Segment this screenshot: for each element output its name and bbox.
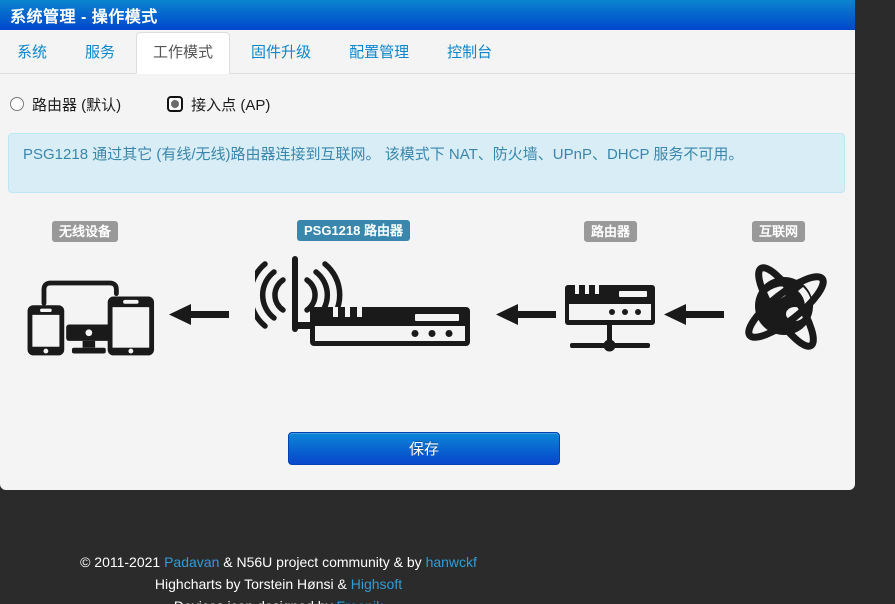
router-mode-label: 路由器 (默认) [32,96,122,114]
freepik-link[interactable]: Freepik [336,598,383,604]
tab-config-management[interactable]: 配置管理 [349,44,410,61]
highcharts-text: Highcharts by Torstein Hønsi & [154,576,351,592]
left-arrow-icon [167,302,229,327]
left-arrow-icon [662,302,724,327]
copyright-middle-text: & N56U project community & by [219,554,426,570]
ap-mode-label: 接入点 (AP) [191,96,271,114]
upstream-router-badge: 路由器 [584,221,638,242]
mode-info-alert: PSG1218 通过其它 (有线/无线)路由器连接到互联网。 该模式下 NAT、… [8,133,845,193]
network-diagram: 无线设备 PSG1218 路由器 路由器 互联网 [0,210,855,410]
tab-services[interactable]: 服务 [85,44,116,61]
footer-copyright-line: © 2011-2021 Padavan & N56U project commu… [0,551,557,573]
router-mode-radio[interactable] [10,97,24,111]
wifi-router-icon [255,250,475,367]
tab-system[interactable]: 系统 [17,44,48,61]
credits-text: Devices icon designed by [174,598,337,604]
page-header: 系统管理 - 操作模式 [0,0,855,30]
mode-options-row: 路由器 (默认) 接入点 (AP) [10,93,270,115]
ap-mode-option[interactable]: 接入点 (AP) [167,94,270,115]
ap-mode-radio[interactable] [167,96,184,112]
tab-operation-mode[interactable]: 工作模式 [136,32,231,74]
router-mode-option[interactable]: 路由器 (默认) [10,94,121,115]
save-button[interactable]: 保存 [288,432,560,465]
content-card: 系统 服务 工作模式 固件升级 配置管理 控制台 路由器 (默认) 接入点 (A… [0,30,855,490]
padavan-link[interactable]: Padavan [164,554,220,570]
psg1218-router-badge: PSG1218 路由器 [297,220,410,241]
tab-bar: 系统 服务 工作模式 固件升级 配置管理 控制台 [0,32,855,74]
upstream-router-icon [563,283,660,353]
wireless-devices-badge: 无线设备 [52,221,119,242]
page-footer: © 2011-2021 Padavan & N56U project commu… [0,551,557,604]
internet-globe-icon [737,255,835,360]
highsoft-link[interactable]: Highsoft [350,576,403,592]
tab-firmware-upgrade[interactable]: 固件升级 [251,44,312,61]
internet-badge: 互联网 [752,221,806,242]
page-title: 系统管理 - 操作模式 [10,9,158,26]
footer-credits-line: Devices icon designed by Freepik [0,595,557,604]
wireless-devices-icon [15,265,155,357]
tab-console[interactable]: 控制台 [447,44,493,61]
footer-highcharts-line: Highcharts by Torstein Hønsi & Highsoft [0,573,557,595]
copyright-text: © 2011-2021 [80,554,165,570]
left-arrow-icon [494,302,556,327]
radio-dot [171,100,180,108]
hanwckf-link[interactable]: hanwckf [425,554,477,570]
